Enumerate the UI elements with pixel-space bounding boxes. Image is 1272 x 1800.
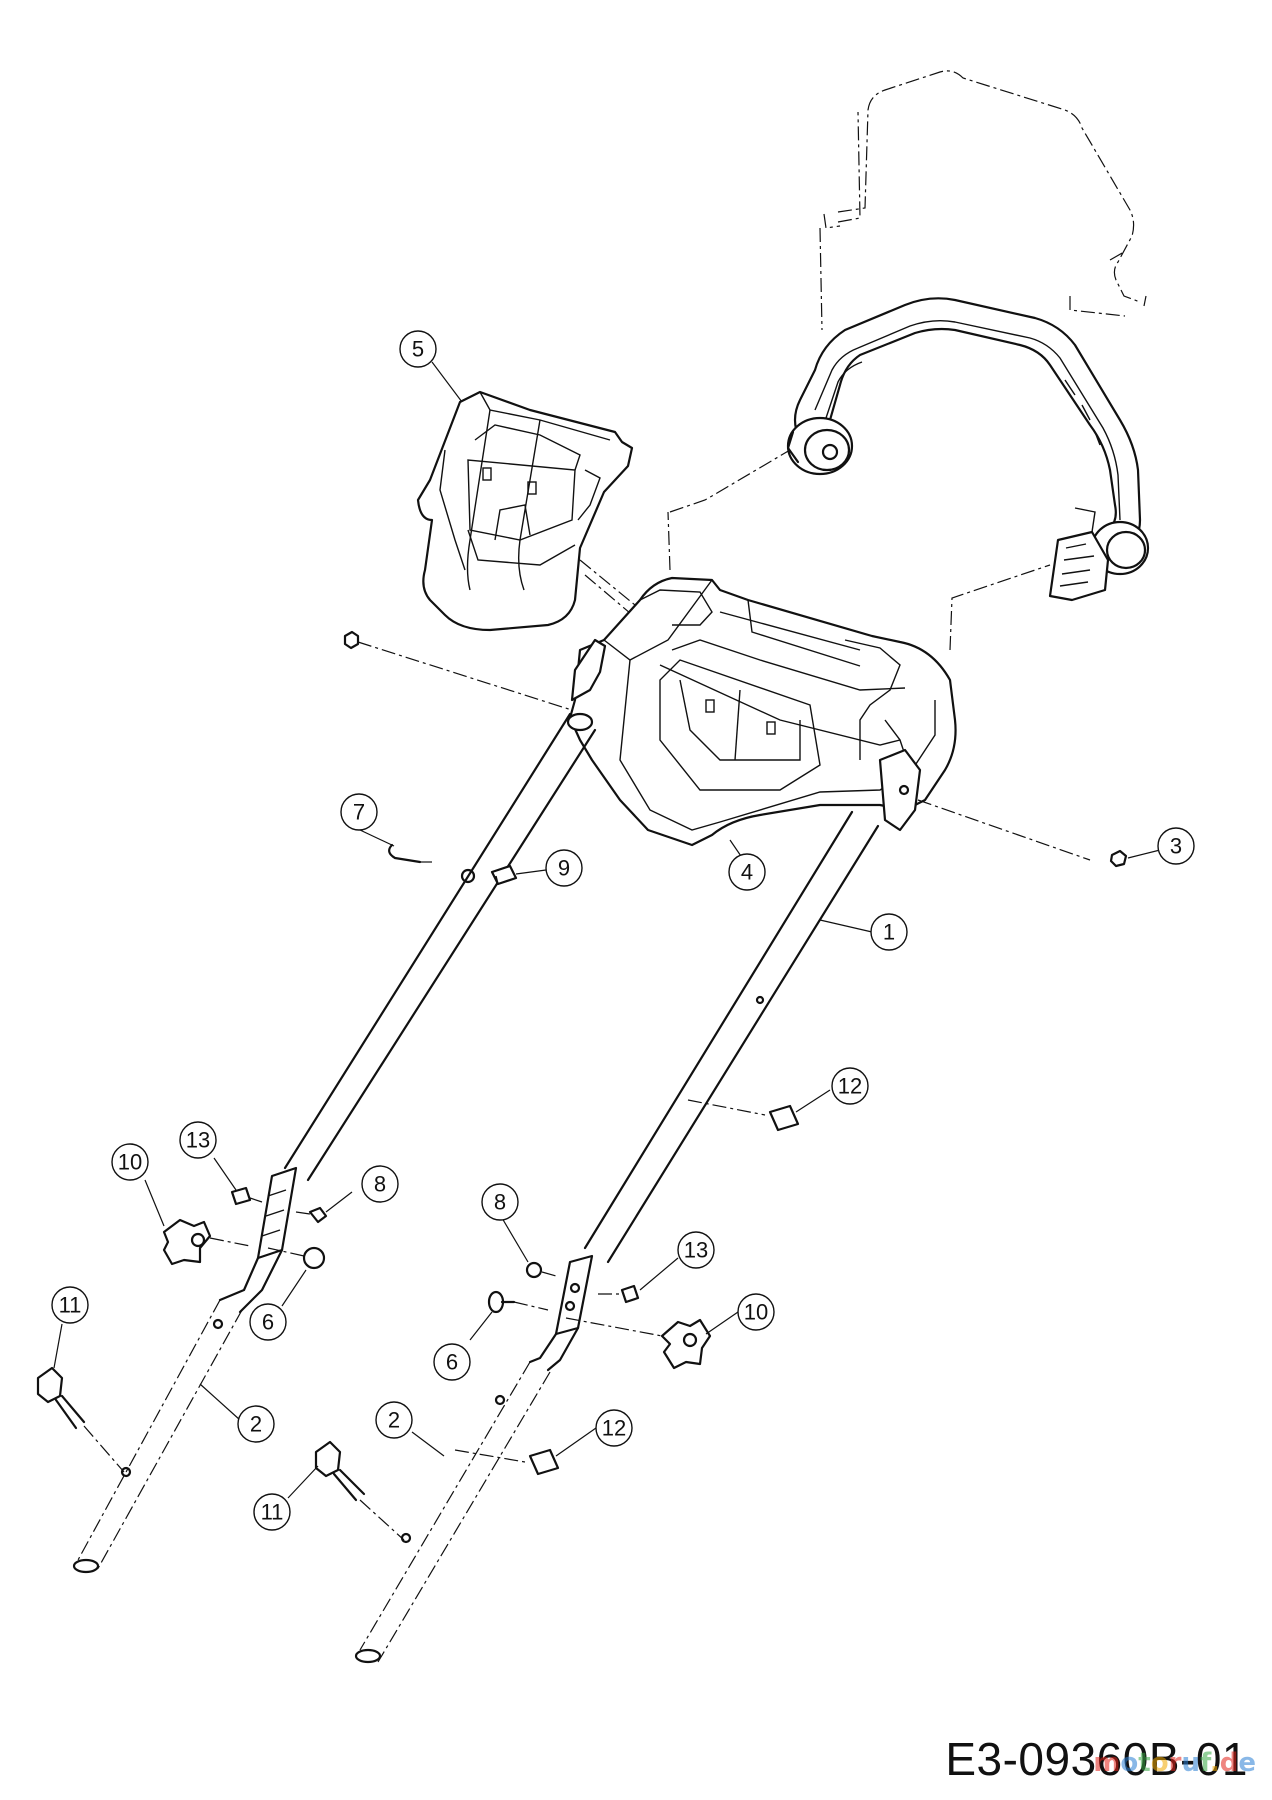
drawing-code: E3-09360B-01: [945, 1733, 1248, 1785]
svg-text:10: 10: [118, 1150, 142, 1175]
callout-8-right: 8: [481, 1183, 519, 1221]
lower-tube-left: [72, 1299, 243, 1574]
svg-text:4: 4: [741, 860, 753, 885]
callout-6-left: 6: [249, 1303, 287, 1341]
grip-alignment-left: [667, 511, 671, 571]
callout-5: 5: [399, 330, 437, 368]
cable-clip-part-12-lower: [454, 1448, 560, 1476]
cable-clip-part-12-upper: [687, 1099, 800, 1132]
callout-leaders: [53, 361, 1161, 1499]
lower-tube-right: [354, 1361, 551, 1664]
grip-alignment-left-2: [669, 449, 791, 513]
svg-text:13: 13: [684, 1238, 708, 1263]
cable-tie-part-7: [388, 843, 432, 864]
right-clamp-assembly: [528, 1254, 594, 1372]
callout-11-left: 11: [51, 1286, 89, 1324]
callout-10-left: 10: [111, 1143, 149, 1181]
callout-4: 4: [728, 853, 766, 891]
callout-13-left: 13: [179, 1121, 217, 1159]
svg-text:11: 11: [261, 1500, 284, 1525]
svg-text:1: 1: [883, 920, 895, 945]
svg-text:8: 8: [494, 1190, 506, 1215]
left-clamp-assembly: [218, 1166, 298, 1314]
grip-alignment-right: [949, 564, 1051, 651]
left-fastener-group: [36, 1186, 328, 1473]
svg-text:8: 8: [374, 1172, 386, 1197]
screw-left: [343, 630, 579, 713]
right-fastener-group: [314, 1261, 712, 1541]
upper-handle-grip: [786, 297, 1150, 602]
control-bail-wire: [819, 70, 1147, 331]
callout-6-right: 6: [433, 1343, 471, 1381]
svg-text:5: 5: [412, 337, 424, 362]
svg-text:2: 2: [388, 1408, 400, 1433]
svg-text:6: 6: [262, 1310, 274, 1335]
upper-tube-left: [283, 712, 597, 1182]
svg-text:13: 13: [186, 1128, 210, 1153]
callout-1: 1: [870, 913, 908, 951]
console-cover: [416, 390, 634, 632]
callout-12-upper: 12: [831, 1067, 869, 1105]
callout-2-left: 2: [237, 1405, 275, 1443]
svg-text:3: 3: [1170, 834, 1182, 859]
callout-7: 7: [340, 793, 378, 831]
svg-text:2: 2: [250, 1412, 262, 1437]
svg-text:10: 10: [744, 1300, 768, 1325]
svg-text:6: 6: [446, 1350, 458, 1375]
callout-9: 9: [545, 849, 583, 887]
upper-tube-right: [583, 810, 880, 1264]
callout-11-right: 11: [253, 1493, 291, 1531]
svg-text:11: 11: [59, 1293, 82, 1318]
watermark-logo: motoruf.de: [1093, 1748, 1256, 1778]
cable-clip-part-9: [460, 864, 518, 886]
svg-text:9: 9: [558, 856, 570, 881]
svg-text:7: 7: [353, 800, 365, 825]
callout-8-left: 8: [361, 1165, 399, 1203]
svg-text:12: 12: [602, 1416, 626, 1441]
control-console: [568, 576, 1091, 861]
callout-2-right: 2: [375, 1401, 413, 1439]
callout-13-right: 13: [677, 1231, 715, 1269]
callout-10-right: 10: [737, 1293, 775, 1331]
callout-3: 3: [1157, 827, 1195, 865]
screw-part-3: [1109, 849, 1128, 868]
svg-text:12: 12: [838, 1074, 862, 1099]
callout-12-lower: 12: [595, 1409, 633, 1447]
